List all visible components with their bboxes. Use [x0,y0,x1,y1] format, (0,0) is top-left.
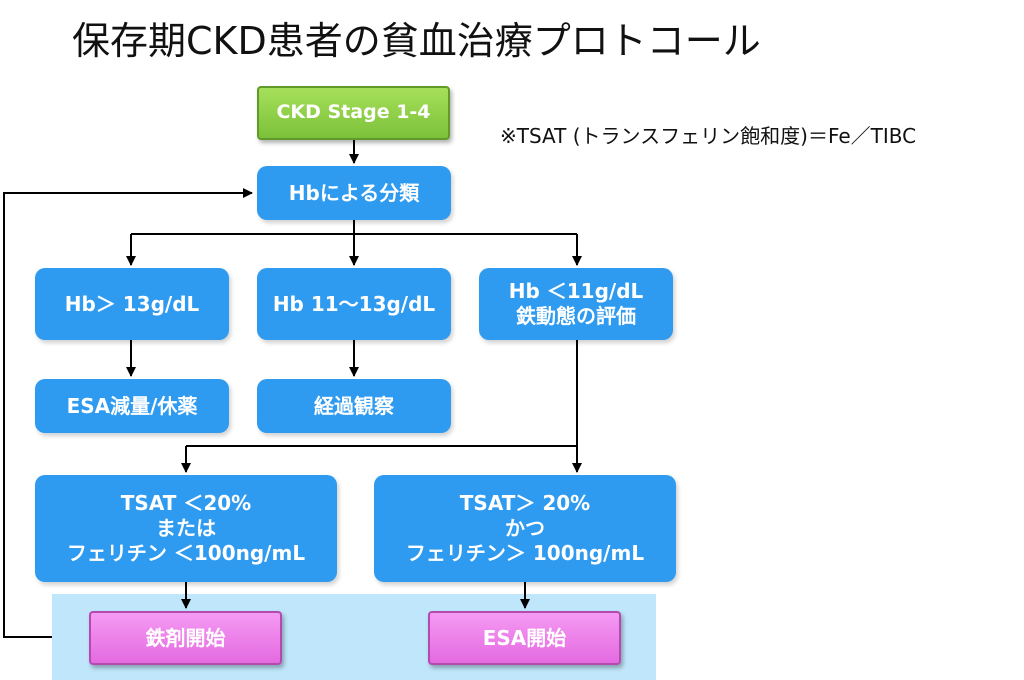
iron-start-node: 鉄剤開始 [89,611,282,665]
hb-low-node: Hb ＜11g/dL 鉄動態の評価 [479,268,673,340]
tsat-low-node: TSAT ＜20% または フェリチン ＜100ng/mL [35,475,337,582]
esa-start-node: ESA開始 [428,611,621,665]
esa-reduce-node: ESA減量/休薬 [35,379,229,433]
hb-mid-node: Hb 11〜13g/dL [257,268,451,340]
hb-low-line-2: 鉄動態の評価 [516,304,636,328]
start-node: CKD Stage 1-4 [257,86,450,140]
page-title: 保存期CKD患者の貧血治療プロトコール [72,19,761,63]
tsat-high-line-2: かつ [505,516,545,540]
tsat-high-line-3: フェリチン＞ 100ng/mL [405,541,645,565]
classify-node: Hbによる分類 [257,166,451,220]
tsat-note: ※TSAT (トランスフェリン飽和度)＝Fe／TIBC [500,124,917,148]
hb-high-node: Hb＞ 13g/dL [35,268,229,340]
tsat-high-line-1: TSAT＞ 20% [459,491,591,515]
observe-node: 経過観察 [257,379,451,433]
hb-low-line-1: Hb ＜11g/dL [508,279,644,303]
tsat-low-line-3: フェリチン ＜100ng/mL [66,541,306,565]
feedback-loop-arrow [3,188,253,638]
tsat-low-line-1: TSAT ＜20% [120,491,252,515]
tsat-low-line-2: または [156,516,216,540]
tsat-high-node: TSAT＞ 20% かつ フェリチン＞ 100ng/mL [374,475,676,582]
